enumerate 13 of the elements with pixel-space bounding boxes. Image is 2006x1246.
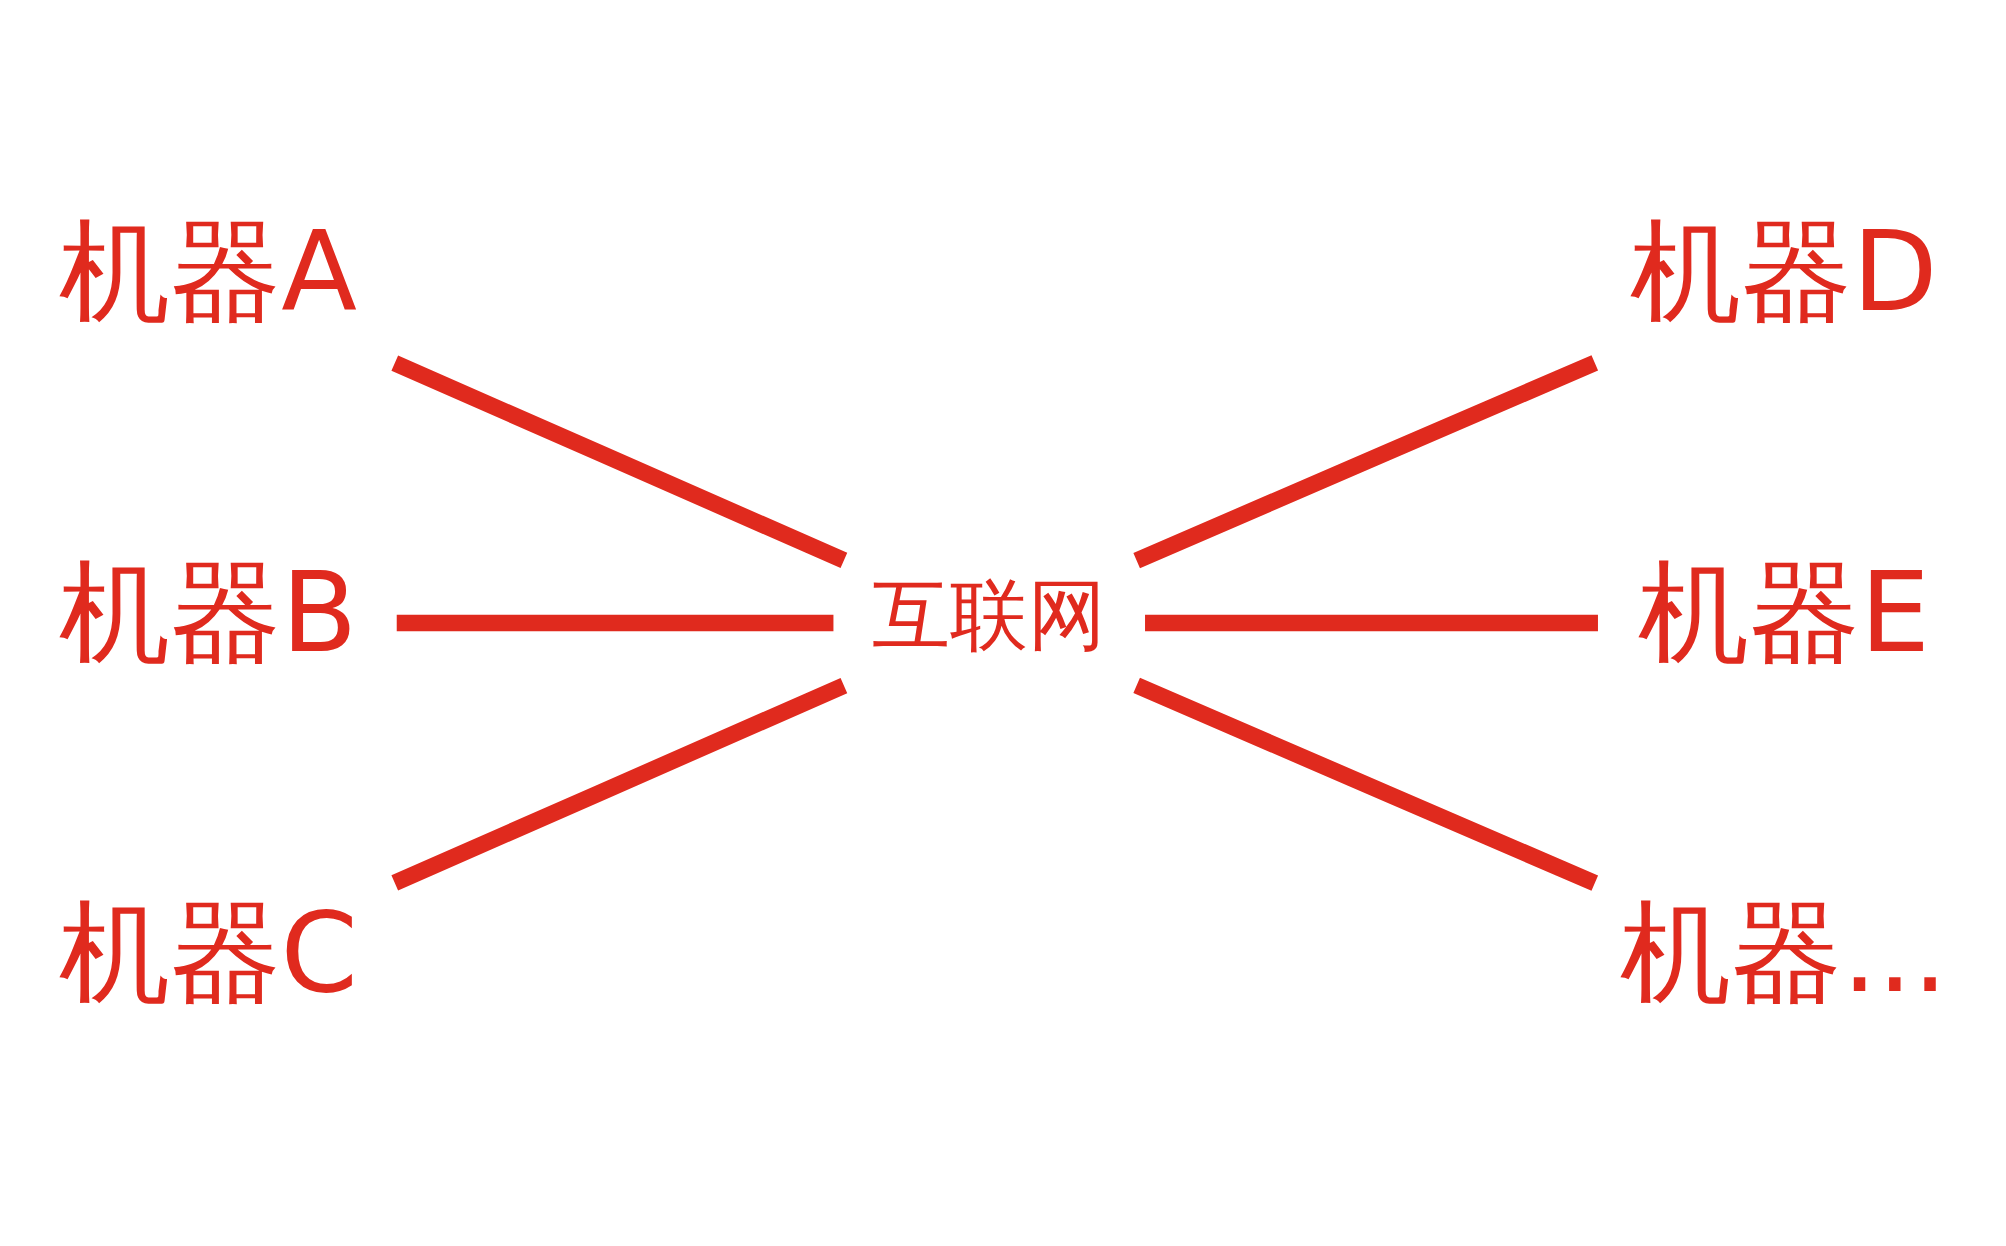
node-text: 机器E [1637,547,1930,677]
node-text: 机器B [59,547,358,677]
connector [1133,355,1599,569]
node-text: 机器C [58,888,358,1018]
connector [1133,677,1599,891]
connector [391,677,848,891]
node-text: 互联网 [872,570,1107,661]
connector [396,614,834,632]
connector [1145,614,1598,632]
connector [391,355,848,569]
node-text: 机器... [1620,888,1948,1018]
node-text: 机器A [59,207,358,337]
node-text: 机器D [1630,207,1938,337]
